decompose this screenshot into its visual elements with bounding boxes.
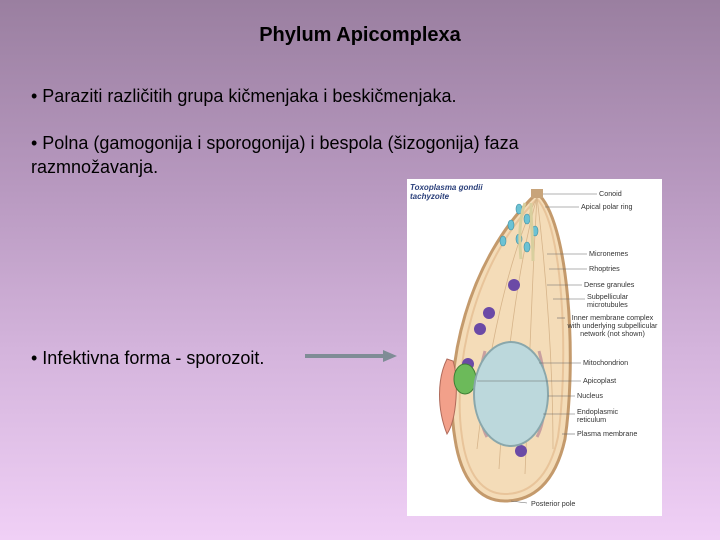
label-apicoplast: Apicoplast (583, 376, 617, 385)
slide-title: Phylum Apicomplexa (259, 24, 461, 46)
figure-title: Toxoplasma gondii tachyzoite (410, 183, 483, 201)
label-conoid: Conoid (599, 189, 622, 198)
bullet-infective-form: • Infektivna forma - sporozoit. (31, 348, 265, 368)
label-mitochondrion: Mitochondrion (583, 358, 629, 367)
label-plasma-membrane: Plasma membrane (577, 429, 638, 438)
label-nucleus: Nucleus (577, 391, 603, 400)
label-rhoptries: Rhoptries (589, 264, 620, 273)
label-endoplasmic-reticulum: Endoplasmic reticulum (577, 407, 619, 424)
label-micronemes: Micronemes (589, 249, 629, 258)
toxoplasma-figure: Toxoplasma gondii tachyzoite Conoid Apic… (407, 179, 662, 516)
arrow-right-icon (305, 350, 397, 362)
label-subpellicular-microtubules: Subpellicular microtubules (587, 292, 629, 309)
label-inner-membrane-complex: Inner membrane complex with underlying s… (567, 313, 658, 338)
label-apical-polar-ring: Apical polar ring (581, 202, 633, 211)
bullet-parasites: • Paraziti različitih grupa kičmenjaka i… (31, 86, 457, 106)
bullet-reproduction: • Polna (gamogonija i sporogonija) i bes… (31, 133, 519, 177)
label-posterior-pole: Posterior pole (531, 499, 576, 508)
label-dense-granules: Dense granules (584, 280, 635, 289)
tachyzoite-illustration (439, 189, 597, 504)
